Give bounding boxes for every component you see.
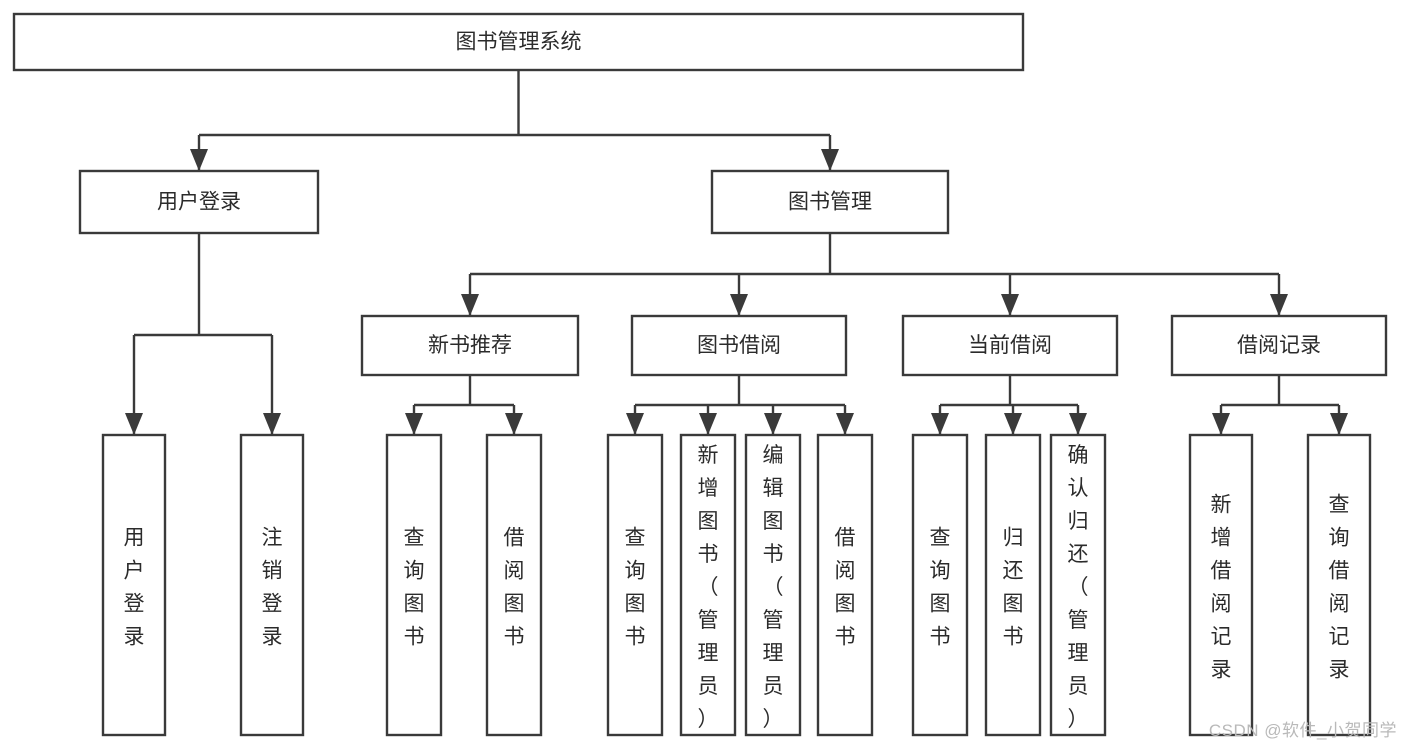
- node-box: [901, 314, 1119, 377]
- node-edit-book-admin[interactable]: 编辑图书（管理员）: [744, 433, 802, 737]
- arrow-head-icon: [1330, 413, 1348, 435]
- node-add-book-admin[interactable]: 新增图书（管理员）: [679, 433, 737, 737]
- node-label: 借阅图书: [835, 527, 856, 649]
- node-box: [1170, 314, 1388, 377]
- node-query-book-2[interactable]: 查询图书: [606, 433, 664, 737]
- node-box: [630, 314, 848, 377]
- arrow-head-icon: [1212, 413, 1230, 435]
- arrow-head-icon: [263, 413, 281, 435]
- node-box: [710, 169, 950, 235]
- node-book-management[interactable]: 图书管理: [710, 169, 950, 235]
- node-label: 用户登录: [124, 527, 145, 649]
- node-label: 查询图书: [930, 527, 951, 649]
- node-box: [12, 12, 1025, 72]
- node-query-borrow-record[interactable]: 查询借阅记录: [1306, 433, 1372, 737]
- node-label: 借阅图书: [504, 527, 525, 649]
- connector-layer: [125, 70, 1348, 435]
- arrow-head-icon: [1004, 413, 1022, 435]
- node-box: [679, 433, 737, 737]
- arrow-head-icon: [1270, 294, 1288, 316]
- node-query-book-1[interactable]: 查询图书: [385, 433, 443, 737]
- node-box: [1049, 433, 1107, 737]
- node-user-login[interactable]: 用户登录: [78, 169, 320, 235]
- node-label: 新书推荐: [428, 334, 512, 357]
- node-box: [101, 433, 167, 737]
- node-label: 查询借阅记录: [1329, 494, 1350, 682]
- node-label: 查询图书: [404, 527, 425, 649]
- node-root[interactable]: 图书管理系统: [12, 12, 1025, 72]
- node-label: 注销登录: [262, 527, 283, 649]
- node-label: 图书管理系统: [456, 31, 582, 54]
- node-label: 用户登录: [157, 191, 241, 214]
- node-box: [1306, 433, 1372, 737]
- node-borrow-book-2[interactable]: 借阅图书: [816, 433, 874, 737]
- node-query-book-3[interactable]: 查询图书: [911, 433, 969, 737]
- arrow-head-icon: [190, 149, 208, 171]
- arrow-head-icon: [1001, 294, 1019, 316]
- node-user-logout-leaf[interactable]: 注销登录: [239, 433, 305, 737]
- node-label: 图书借阅: [697, 334, 781, 357]
- node-box: [816, 433, 874, 737]
- arrow-head-icon: [626, 413, 644, 435]
- arrow-head-icon: [461, 294, 479, 316]
- node-box: [239, 433, 305, 737]
- node-label: 编辑图书（管理员）: [763, 444, 784, 731]
- node-label: 新增借阅记录: [1211, 494, 1232, 682]
- node-label: 查询图书: [625, 527, 646, 649]
- node-box: [606, 433, 664, 737]
- node-label: 新增图书（管理员）: [698, 444, 719, 731]
- node-box: [984, 433, 1042, 737]
- arrow-head-icon: [931, 413, 949, 435]
- arrow-head-icon: [764, 413, 782, 435]
- arrow-head-icon: [125, 413, 143, 435]
- node-box: [1188, 433, 1254, 737]
- arrow-head-icon: [1069, 413, 1087, 435]
- node-label: 图书管理: [788, 191, 872, 214]
- arrow-head-icon: [405, 413, 423, 435]
- node-return-book[interactable]: 归还图书: [984, 433, 1042, 737]
- node-borrow-record[interactable]: 借阅记录: [1170, 314, 1388, 377]
- node-user-login-leaf[interactable]: 用户登录: [101, 433, 167, 737]
- node-label: 归还图书: [1003, 527, 1024, 649]
- arrow-head-icon: [505, 413, 523, 435]
- node-box: [485, 433, 543, 737]
- node-label: 借阅记录: [1237, 334, 1321, 357]
- node-confirm-return-admin[interactable]: 确认归还（管理员）: [1049, 433, 1107, 737]
- node-book-borrow[interactable]: 图书借阅: [630, 314, 848, 377]
- node-box: [385, 433, 443, 737]
- node-box: [911, 433, 969, 737]
- node-label: 当前借阅: [968, 334, 1052, 357]
- node-add-borrow-record[interactable]: 新增借阅记录: [1188, 433, 1254, 737]
- node-borrow-book-1[interactable]: 借阅图书: [485, 433, 543, 737]
- arrow-head-icon: [730, 294, 748, 316]
- arrow-head-icon: [836, 413, 854, 435]
- node-box: [78, 169, 320, 235]
- node-new-book-recommend[interactable]: 新书推荐: [360, 314, 580, 377]
- node-layer: 图书管理系统用户登录用户登录注销登录图书管理新书推荐查询图书借阅图书图书借阅查询…: [12, 12, 1388, 737]
- node-current-borrow[interactable]: 当前借阅: [901, 314, 1119, 377]
- csdn-watermark: CSDN @软件_小贺同学: [1208, 721, 1397, 740]
- arrow-head-icon: [821, 149, 839, 171]
- arrow-head-icon: [699, 413, 717, 435]
- node-box: [360, 314, 580, 377]
- node-label: 确认归还（管理员）: [1068, 444, 1089, 731]
- node-box: [744, 433, 802, 737]
